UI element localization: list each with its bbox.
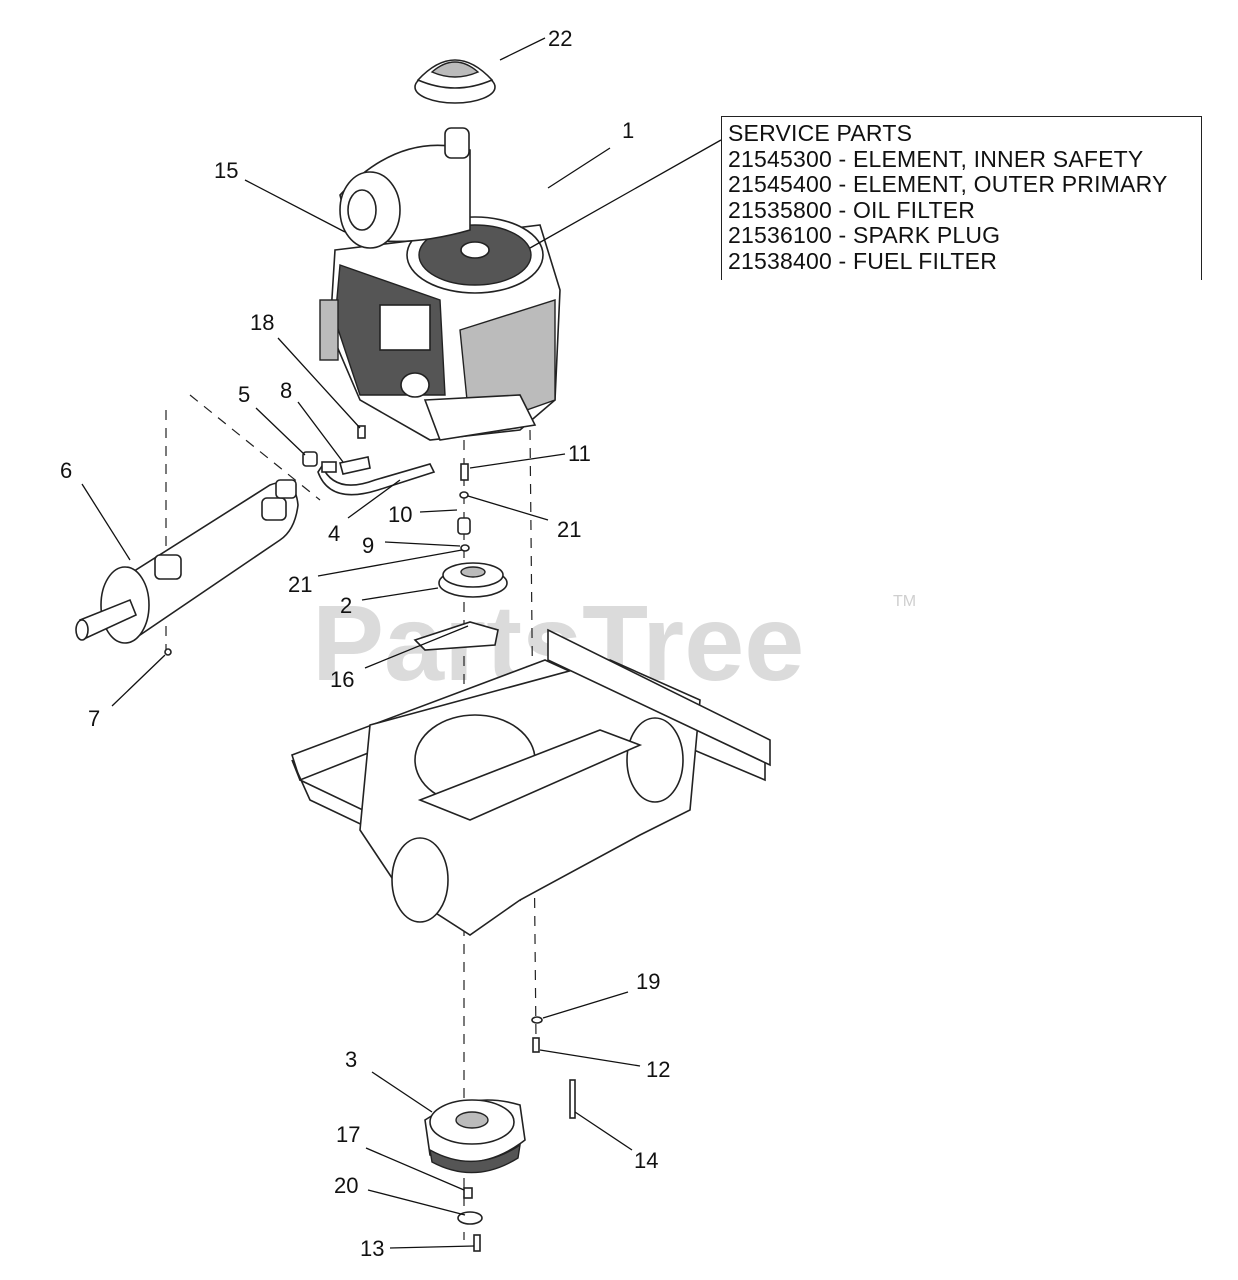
nut-5 bbox=[302, 451, 318, 467]
spacer-10 bbox=[457, 517, 471, 535]
callout-20: 20 bbox=[334, 1173, 358, 1198]
callout-22: 22 bbox=[548, 26, 572, 51]
callout-21-lower: 21 bbox=[288, 572, 312, 597]
leader-13 bbox=[389, 1245, 475, 1249]
pulley bbox=[438, 562, 508, 598]
callout-7: 7 bbox=[88, 706, 100, 731]
callout-1: 1 bbox=[622, 118, 634, 143]
leader-12 bbox=[539, 1049, 641, 1067]
bracket-8 bbox=[339, 456, 371, 475]
leader-2 bbox=[361, 587, 439, 601]
callout-14: 14 bbox=[634, 1148, 658, 1173]
washer-21-upper bbox=[459, 491, 469, 499]
leader-21-upper bbox=[467, 495, 549, 521]
leader-5 bbox=[255, 407, 306, 456]
alignment-line-right bbox=[529, 429, 537, 1041]
air-cleaner-cover bbox=[414, 59, 496, 104]
service-part-item: 21535800 - OIL FILTER bbox=[728, 196, 976, 223]
bolt-7 bbox=[164, 648, 172, 656]
callout-21-upper: 21 bbox=[557, 517, 581, 542]
service-parts-box: SERVICE PARTS 21545300 - ELEMENT, INNER … bbox=[721, 116, 1202, 280]
leader-17 bbox=[365, 1147, 465, 1191]
callout-9: 9 bbox=[362, 533, 374, 558]
leader-15 bbox=[244, 179, 346, 233]
bolt-18 bbox=[357, 425, 366, 439]
key-14 bbox=[569, 1079, 576, 1119]
leader-19 bbox=[542, 991, 629, 1019]
callout-19: 19 bbox=[636, 969, 660, 994]
callout-16: 16 bbox=[330, 667, 354, 692]
leader-6 bbox=[81, 483, 131, 561]
leader-8 bbox=[297, 401, 344, 463]
engine bbox=[319, 127, 561, 441]
callout-3: 3 bbox=[345, 1047, 357, 1072]
leader-20 bbox=[367, 1189, 466, 1216]
callout-8: 8 bbox=[280, 378, 292, 403]
service-part-item: 21538400 - FUEL FILTER bbox=[728, 247, 998, 274]
engine-frame bbox=[291, 628, 771, 936]
clutch bbox=[424, 1099, 526, 1174]
watermark-tm: TM bbox=[893, 593, 916, 610]
callout-18: 18 bbox=[250, 310, 274, 335]
leader-4 bbox=[347, 479, 401, 519]
leader-21-lower bbox=[317, 549, 463, 577]
leader-18 bbox=[277, 337, 361, 429]
alignment-line-exhaust bbox=[189, 394, 321, 501]
service-part-item: 21536100 - SPARK PLUG bbox=[728, 222, 1001, 248]
callout-10: 10 bbox=[388, 502, 412, 527]
leader-16 bbox=[364, 625, 469, 669]
bolt-11 bbox=[460, 463, 469, 481]
bolt-12 bbox=[532, 1037, 540, 1053]
leader-7 bbox=[111, 654, 166, 707]
leader-11 bbox=[469, 453, 566, 469]
callout-11: 11 bbox=[568, 441, 591, 466]
bolt-13 bbox=[473, 1234, 481, 1252]
guard bbox=[413, 621, 499, 651]
callout-17: 17 bbox=[336, 1122, 360, 1147]
muffler bbox=[75, 479, 299, 644]
leader-10 bbox=[419, 509, 458, 513]
leader-service bbox=[529, 139, 722, 249]
callout-12: 12 bbox=[646, 1057, 670, 1082]
service-part-item: 21545400 - ELEMENT, OUTER PRIMARY bbox=[728, 171, 1168, 197]
leader-22 bbox=[499, 37, 546, 61]
callout-4: 4 bbox=[328, 521, 340, 546]
callout-2: 2 bbox=[340, 593, 352, 618]
washer-19 bbox=[531, 1016, 543, 1024]
callout-5: 5 bbox=[238, 382, 250, 407]
callout-15: 15 bbox=[214, 158, 238, 183]
leader-3 bbox=[371, 1071, 433, 1113]
leader-14 bbox=[574, 1111, 633, 1151]
callout-6: 6 bbox=[60, 458, 72, 483]
washer-17 bbox=[463, 1187, 473, 1199]
washer-9 bbox=[460, 544, 470, 552]
exhaust-pipe bbox=[317, 461, 436, 496]
leader-9 bbox=[384, 541, 461, 547]
service-part-item: 21545300 - ELEMENT, INNER SAFETY bbox=[728, 145, 1144, 172]
service-parts-heading: SERVICE PARTS bbox=[728, 120, 913, 146]
leader-1 bbox=[547, 147, 611, 189]
callout-13: 13 bbox=[360, 1236, 384, 1261]
